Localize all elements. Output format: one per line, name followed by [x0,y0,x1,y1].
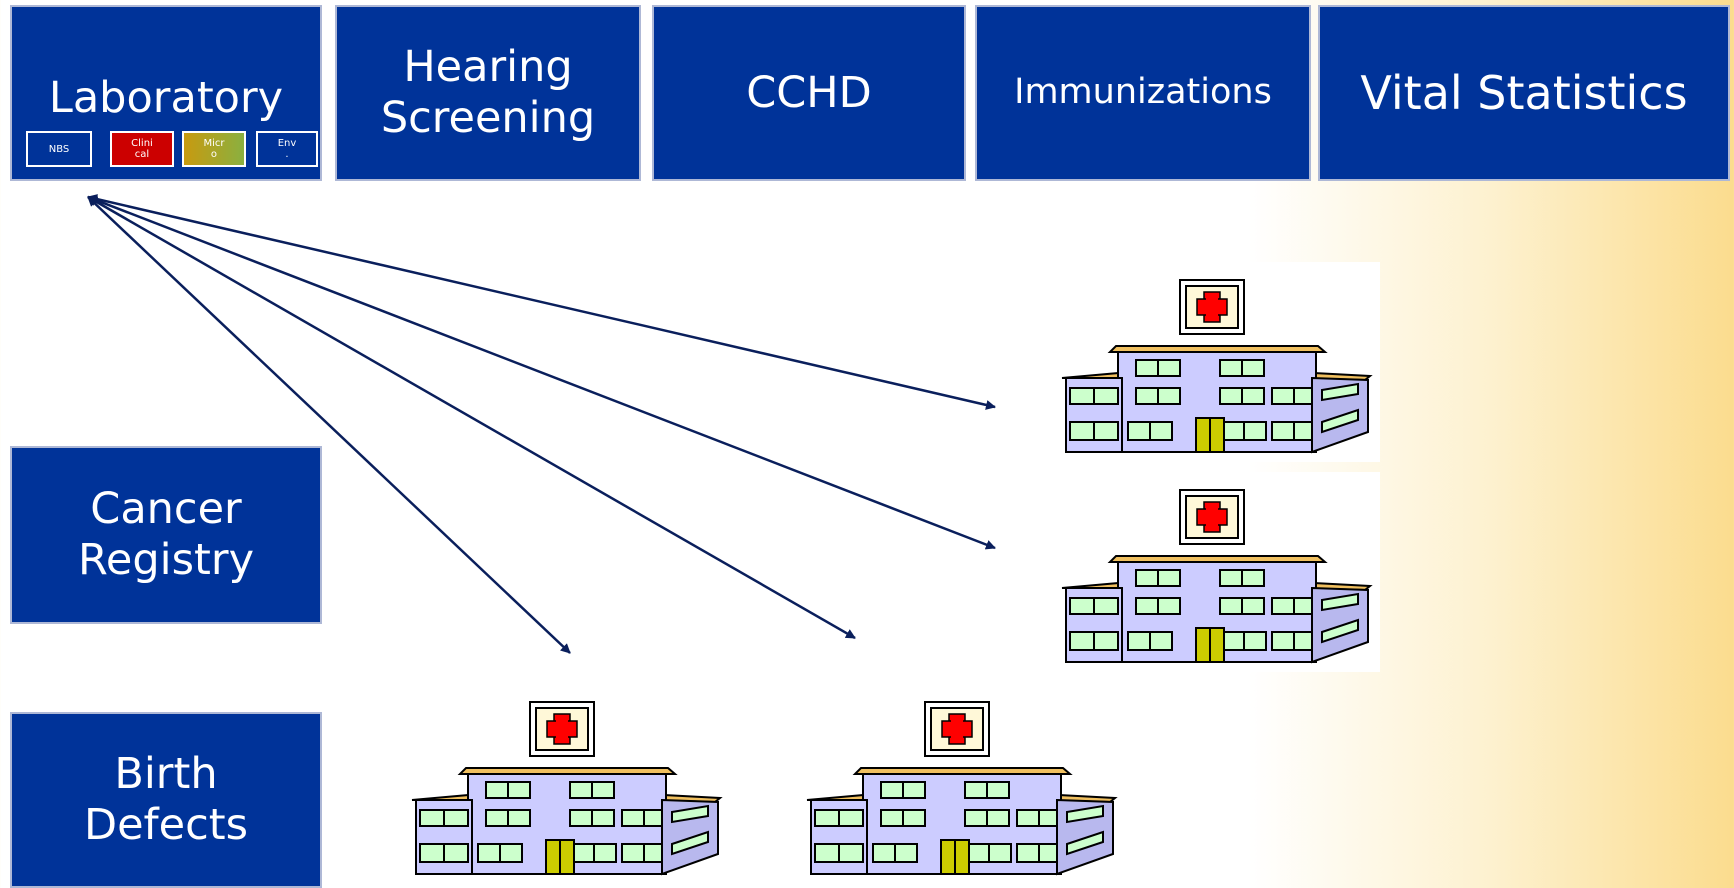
arrow-lab-hospital-4 [87,195,856,640]
arrow-lab-hospital-2 [87,195,996,550]
hospital-icon [400,684,730,884]
cchd-label: CCHD [746,67,872,118]
vital-statistics-box: Vital Statistics [1318,5,1730,181]
hospital-icon [1050,472,1380,672]
vital-statistics-label: Vital Statistics [1360,65,1688,120]
clinical-subbox: Clini cal [110,131,174,167]
env-label: Env . [277,138,297,160]
hearing-screening-label: Hearing Screening [380,42,596,143]
hearing-screening-box: Hearing Screening [335,5,641,181]
laboratory-box: Laboratory NBS Clini cal Micr o Env . [10,5,322,181]
arrow-lab-hospital-3 [87,196,571,654]
nbs-subbox: NBS [26,131,92,167]
hospital-icon [795,684,1125,884]
cchd-box: CCHD [652,5,966,181]
micro-label: Micr o [203,138,225,160]
hospital-icon [1050,262,1380,462]
nbs-label: NBS [48,143,70,155]
birth-defects-box: Birth Defects [10,712,322,888]
micro-subbox: Micr o [182,131,246,167]
clinical-label: Clini cal [131,138,153,160]
laboratory-label: Laboratory [48,73,284,123]
immunizations-label: Immunizations [1014,72,1272,113]
birth-defects-label: Birth Defects [83,749,249,850]
arrow-lab-hospital-1 [87,194,996,410]
immunizations-box: Immunizations [975,5,1311,181]
env-subbox: Env . [256,131,318,167]
